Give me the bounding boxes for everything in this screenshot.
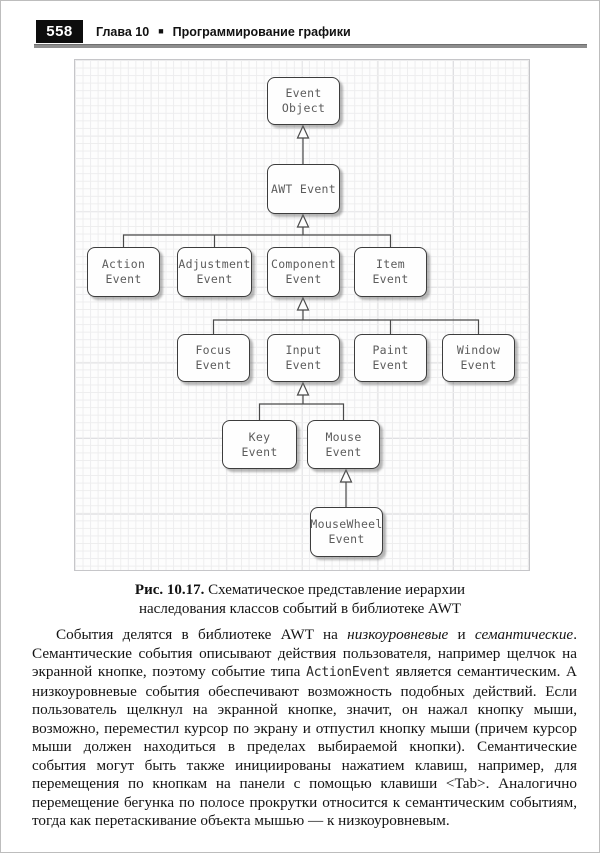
node-label: Paint — [372, 343, 409, 357]
chapter-label: Глава 10 — [96, 25, 150, 39]
node-label: Action — [101, 257, 146, 271]
node-label: Event — [285, 86, 322, 100]
node-label: Event — [460, 358, 497, 372]
node-label: Event — [285, 272, 322, 286]
paragraph-segment: События делятся в библиотеке AWT на — [56, 626, 348, 643]
paragraph-segment: . Семантические события описывают действ… — [32, 626, 577, 680]
caption-line-1: Рис. 10.17. Схематическое представление … — [41, 581, 559, 600]
paragraph-segment-code: ActionEvent — [306, 665, 390, 680]
node-label: Item — [376, 257, 405, 271]
node-label: Mouse — [325, 429, 362, 444]
awt-event-hierarchy-diagram: Event Object AWT Event Action Event Adju… — [74, 59, 530, 571]
node-adjustment-event: Adjustment Event — [177, 247, 252, 297]
node-label: Key — [248, 429, 271, 444]
caption-line-2: наследования классов событий в библиотек… — [138, 601, 462, 617]
node-awt-event: AWT Event — [267, 164, 340, 214]
node-focus-event: Focus Event — [177, 334, 250, 382]
node-label: Object — [281, 101, 326, 115]
paragraph-segment-italic: низкоуровневые — [347, 626, 449, 643]
header-rule — [34, 44, 587, 48]
node-label: Component — [270, 257, 336, 271]
running-head: Глава 10 ■ Программирование графики — [96, 23, 351, 41]
node-mouse-event: Mouse Event — [307, 420, 380, 469]
node-label: Event — [372, 358, 409, 372]
node-label: Event — [372, 272, 409, 286]
node-label: Focus — [195, 343, 232, 357]
paragraph-segment: и — [448, 626, 475, 643]
node-item-event: Item Event — [354, 247, 427, 297]
node-paint-event: Paint Event — [354, 334, 427, 382]
node-window-event: Window Event — [442, 334, 515, 382]
inheritance-connectors — [122, 124, 480, 507]
node-label: Window — [456, 343, 501, 357]
paragraph-segment: является семантическим. А низкоуровневые… — [32, 663, 577, 829]
node-label: MouseWheel — [310, 517, 383, 531]
paragraph-segment-italic: семантические — [474, 626, 574, 643]
node-label: Event — [285, 358, 322, 372]
node-component-event: Component Event — [267, 247, 340, 297]
node-label: Adjustment — [178, 257, 251, 271]
node-label: Event — [196, 272, 233, 286]
node-action-event: Action Event — [87, 247, 160, 297]
node-key-event: Key Event — [222, 420, 297, 469]
figure-number: Рис. 10.17. — [134, 582, 205, 598]
chapter-title: Программирование графики — [172, 25, 351, 39]
body-paragraph: События делятся в библиотеке AWT на низк… — [32, 626, 577, 831]
node-label: Event — [241, 444, 278, 459]
node-label: Event — [105, 272, 142, 286]
square-bullet-icon: ■ — [158, 25, 164, 36]
node-label: Event — [195, 358, 232, 372]
node-label: Event — [325, 444, 362, 459]
page-number: 558 — [36, 20, 83, 43]
caption-text: Схематическое представление иерархии — [204, 582, 466, 598]
node-label: Event — [328, 532, 365, 546]
node-event-object: Event Object — [267, 77, 340, 125]
node-input-event: Input Event — [267, 334, 340, 382]
node-label: AWT Event — [270, 181, 336, 196]
node-mousewheel-event: MouseWheel Event — [310, 507, 383, 557]
node-label: Input — [285, 343, 322, 357]
figure-caption: Рис. 10.17. Схематическое представление … — [41, 581, 559, 619]
